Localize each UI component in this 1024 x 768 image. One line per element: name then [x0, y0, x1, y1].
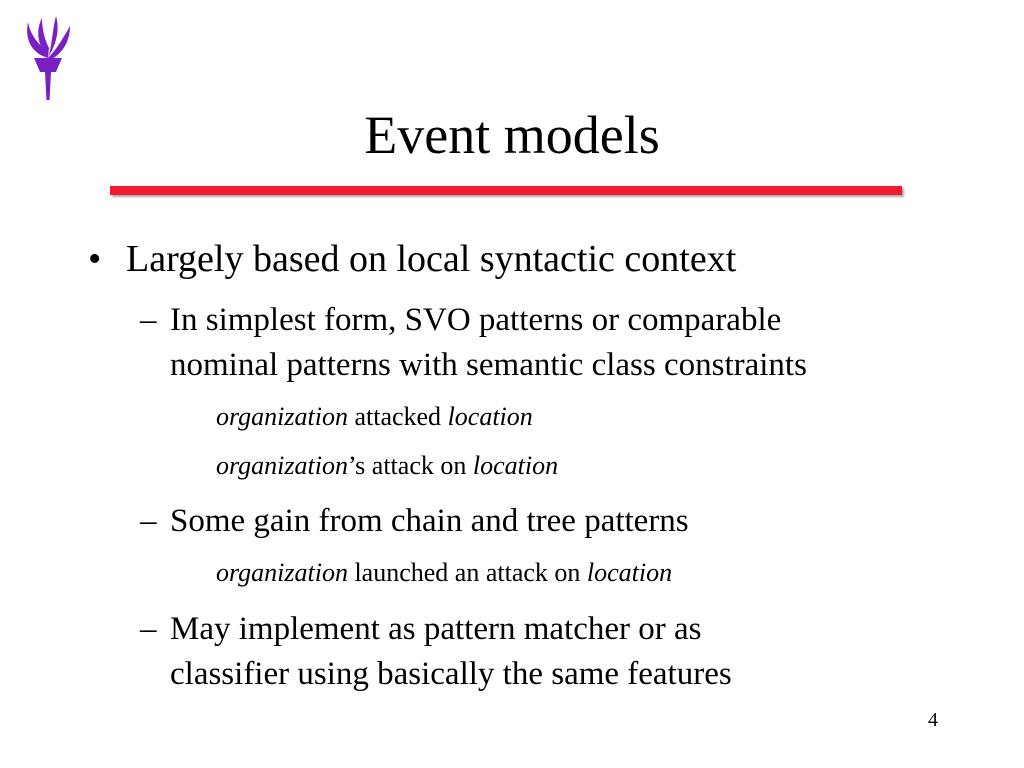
example-predicate: ’s attack on: [347, 451, 473, 480]
dash-symbol: –: [140, 302, 157, 338]
example-line: organization launched an attack on locat…: [216, 557, 672, 589]
example-arg1: organization: [216, 402, 348, 431]
bullet-symbol: •: [88, 238, 102, 280]
slide-title: Event models: [364, 105, 660, 165]
example-arg2: location: [586, 558, 673, 587]
sub-bullet-text: In simplest form, SVO patterns or compar…: [170, 302, 782, 338]
dash-symbol: –: [140, 611, 157, 647]
sub-bullet-text: classifier using basically the same feat…: [170, 656, 732, 692]
example-arg1: organization: [216, 451, 348, 480]
example-predicate: attacked: [347, 402, 448, 431]
example-line: organization attacked location: [216, 401, 533, 433]
torch-icon: [27, 16, 70, 100]
example-arg2: location: [447, 402, 533, 431]
title-underline: [110, 186, 902, 195]
sub-bullet-continuation: classifier using basically the same feat…: [170, 652, 732, 696]
page-number: 4: [928, 709, 938, 731]
dash-symbol: –: [140, 503, 157, 539]
sub-bullet-text: Some gain from chain and tree patterns: [170, 503, 689, 539]
example-arg1: organization: [216, 558, 348, 587]
example-arg2: location: [472, 451, 559, 480]
sub-bullet-text: May implement as pattern matcher or as: [170, 611, 702, 647]
sub-bullet-continuation: nominal patterns with semantic class con…: [170, 343, 807, 387]
bullet-text: Largely based on local syntactic context: [126, 238, 737, 280]
sub-bullet-text: nominal patterns with semantic class con…: [170, 347, 807, 383]
example-predicate: launched an attack on: [347, 558, 587, 587]
example-line: organization’s attack on location: [216, 450, 558, 482]
